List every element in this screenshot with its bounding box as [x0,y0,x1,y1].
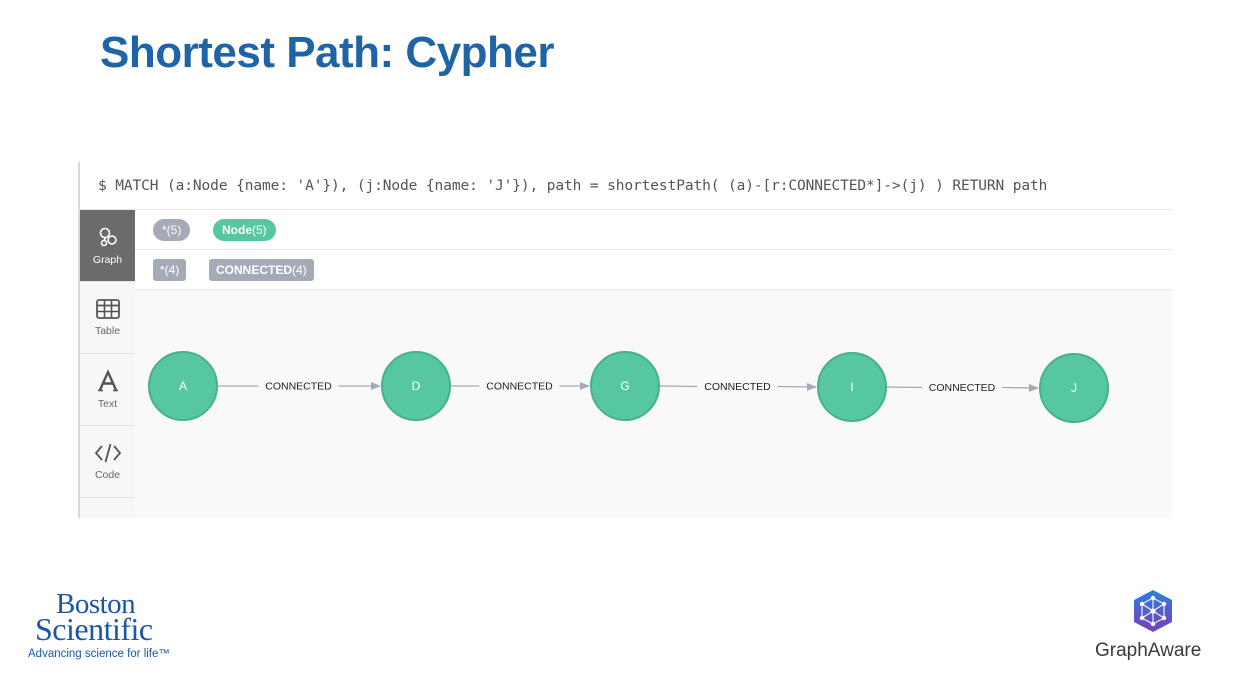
graph-icon [99,227,117,246]
graph-node-label: D [412,379,421,393]
legend-all-nodes-count: (5) [166,223,182,237]
relationship-label: CONNECTED [265,381,332,393]
code-icon [94,443,121,462]
relationship-legend: *(4) CONNECTED(4) [135,250,1172,290]
legend-connected-relationship[interactable]: CONNECTED(4) [209,259,314,281]
text-icon [97,369,118,391]
graph-node-d[interactable] [381,351,451,421]
relationship-arrow[interactable] [1001,383,1039,392]
graph-node-g[interactable] [590,351,660,421]
boston-scientific-logo: Boston Scientific Advancing science for … [28,590,198,665]
graph-node-i[interactable] [817,352,887,422]
tab-code[interactable]: Code [80,426,135,498]
legend-node-name: Node [222,223,252,237]
relationship-label: CONNECTED [704,381,771,393]
tab-table[interactable]: Table [80,282,135,354]
graphaware-logo: GraphAware [1090,588,1220,668]
command-divider [78,209,1172,210]
cypher-command[interactable]: $ MATCH (a:Node {name: 'A'}), (j:Node {n… [98,178,1048,194]
tab-text-label: Text [97,397,118,410]
graph-node-label: G [620,379,629,393]
tab-text[interactable]: Text [80,354,135,426]
graph-canvas[interactable]: CONNECTED CONNECTED CONNECTED CONNECTED A D G I… [135,290,1172,518]
view-sidebar: Graph Table Text [80,210,136,518]
boston-scientific-line1: Boston [56,588,136,620]
graph-node-label: A [179,379,187,393]
graphaware-logo-icon [1134,590,1172,632]
legend-all-rels-count: (4) [164,263,180,277]
legend-connected-name: CONNECTED [216,263,293,277]
graph-visualization: CONNECTED CONNECTED CONNECTED CONNECTED A D G I… [148,351,1109,423]
boston-scientific-tagline: Advancing science for life™ [28,648,170,660]
tab-graph-label: Graph [92,253,123,266]
relationship-line[interactable] [885,386,923,389]
graph-node-label: J [1071,381,1077,395]
node-legend: *(5) Node(5) [135,210,1172,250]
graph-node-label: I [850,380,853,394]
legend-node-count: (5) [252,223,267,237]
relationship-arrow[interactable] [777,382,817,391]
relationship-label: CONNECTED [929,382,996,394]
legend-all-relationships[interactable]: *(4) [153,259,187,281]
neo4j-result-frame: $ MATCH (a:Node {name: 'A'}), (j:Node {n… [78,162,1172,518]
legend-all-nodes[interactable]: *(5) [153,219,191,241]
frame-left-border [78,162,80,518]
legend-node-label[interactable]: Node(5) [213,219,276,241]
graphaware-name: GraphAware [1095,640,1202,661]
tab-code-label: Code [94,468,121,481]
relationship-line[interactable] [658,385,698,388]
legend-all-rels-label: * [160,263,165,277]
relationship-label: CONNECTED [486,381,553,393]
table-icon [95,298,120,319]
legend-all-nodes-label: * [162,223,167,237]
graph-node-j[interactable] [1039,353,1109,423]
slide-title: Shortest Path: Cypher [100,28,555,77]
tab-graph[interactable]: Graph [80,210,135,282]
boston-scientific-line2: Scientific [35,611,153,647]
legend-connected-count: (4) [292,263,307,277]
graph-node-a[interactable] [148,351,218,421]
tab-table-label: Table [94,324,121,337]
